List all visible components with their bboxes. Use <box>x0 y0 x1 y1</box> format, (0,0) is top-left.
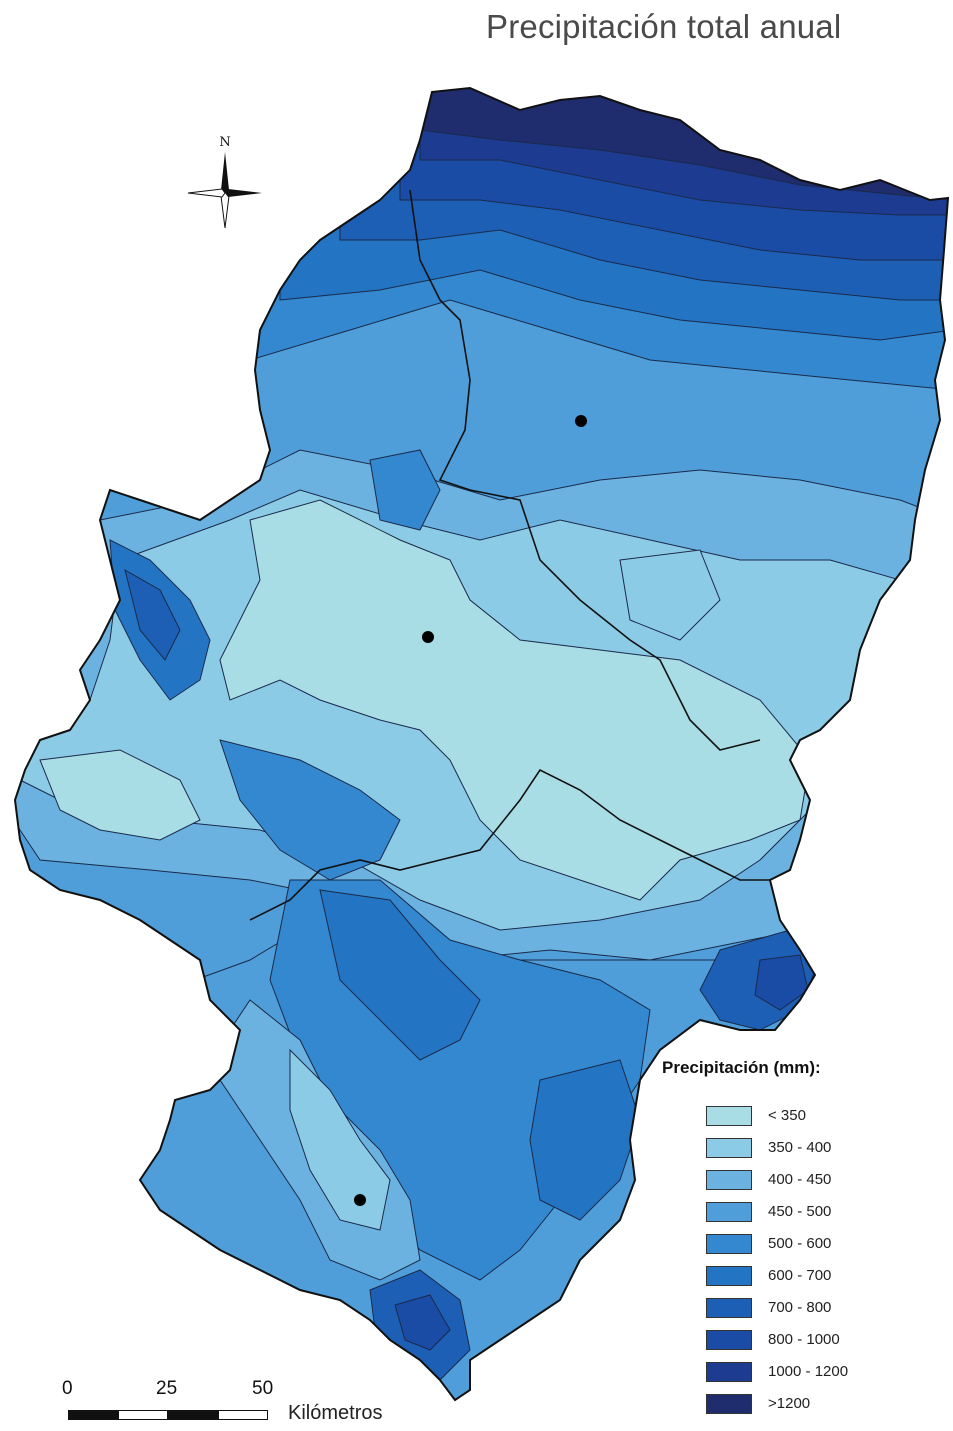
legend-label: 1000 - 1200 <box>768 1363 849 1380</box>
north-label: N <box>219 135 230 150</box>
province-border-huesca-zaragoza <box>409 189 761 751</box>
zone-800-1000-southtip <box>394 1294 451 1351</box>
zone-600-700-southeast <box>529 1059 641 1221</box>
zone-500-600-patch-a <box>369 449 441 531</box>
map-title: Precipitación total anual <box>486 8 842 45</box>
legend-label: 600 - 700 <box>768 1267 832 1284</box>
legend-swatch <box>706 1170 752 1190</box>
scale-segment <box>168 1410 218 1420</box>
scale-segment <box>118 1410 168 1420</box>
legend-swatch <box>706 1298 752 1318</box>
scale-unit: Kilómetros <box>288 1402 383 1424</box>
province-border-zaragoza-teruel <box>249 768 770 921</box>
legend-swatch <box>706 1330 752 1350</box>
zaragoza-dot <box>422 631 434 643</box>
zone-700-800-west <box>124 568 181 661</box>
legend-label: < 350 <box>768 1107 806 1124</box>
legend-label: 350 - 400 <box>768 1139 832 1156</box>
zone-500-600-central <box>219 739 401 881</box>
legend-swatch <box>706 1266 752 1286</box>
legend-swatch <box>706 1362 752 1382</box>
legend-swatch <box>706 1138 752 1158</box>
legend: Precipitación (mm): < 350 350 - 400 400 … <box>662 1058 942 1414</box>
legend-label: 450 - 500 <box>768 1203 832 1220</box>
legend-swatch <box>706 1106 752 1126</box>
legend-swatch <box>706 1202 752 1222</box>
legend-label: >1200 <box>768 1395 811 1412</box>
huesca-dot <box>575 415 587 427</box>
scale-bar: 0 25 50 Kilómetros <box>60 1378 440 1428</box>
zone-350-400-south <box>289 1048 391 1231</box>
legend-label: 500 - 600 <box>768 1235 832 1252</box>
precipitation-zones <box>15 88 948 1400</box>
teruel-dot <box>354 1194 366 1206</box>
scale-tick-50: 50 <box>252 1378 274 1399</box>
scale-tick-25: 25 <box>156 1378 178 1399</box>
zone-600-700-south <box>319 889 481 1061</box>
zone-under-350-central <box>219 499 811 901</box>
scale-segment <box>68 1410 118 1420</box>
scale-tick-0: 0 <box>62 1378 73 1399</box>
north-arrow-icon: N <box>187 135 262 229</box>
legend-swatch <box>706 1234 752 1254</box>
zone-800-1000-east <box>754 954 809 1011</box>
legend-title: Precipitación (mm): <box>662 1058 821 1077</box>
legend-label: 700 - 800 <box>768 1299 832 1316</box>
legend-label: 400 - 450 <box>768 1171 832 1188</box>
legend-label: 800 - 1000 <box>768 1331 840 1348</box>
zone-under-350-west <box>39 749 201 841</box>
legend-swatch <box>706 1394 752 1414</box>
scale-segment <box>218 1410 268 1420</box>
zone-350-400-patch-b <box>619 549 721 641</box>
